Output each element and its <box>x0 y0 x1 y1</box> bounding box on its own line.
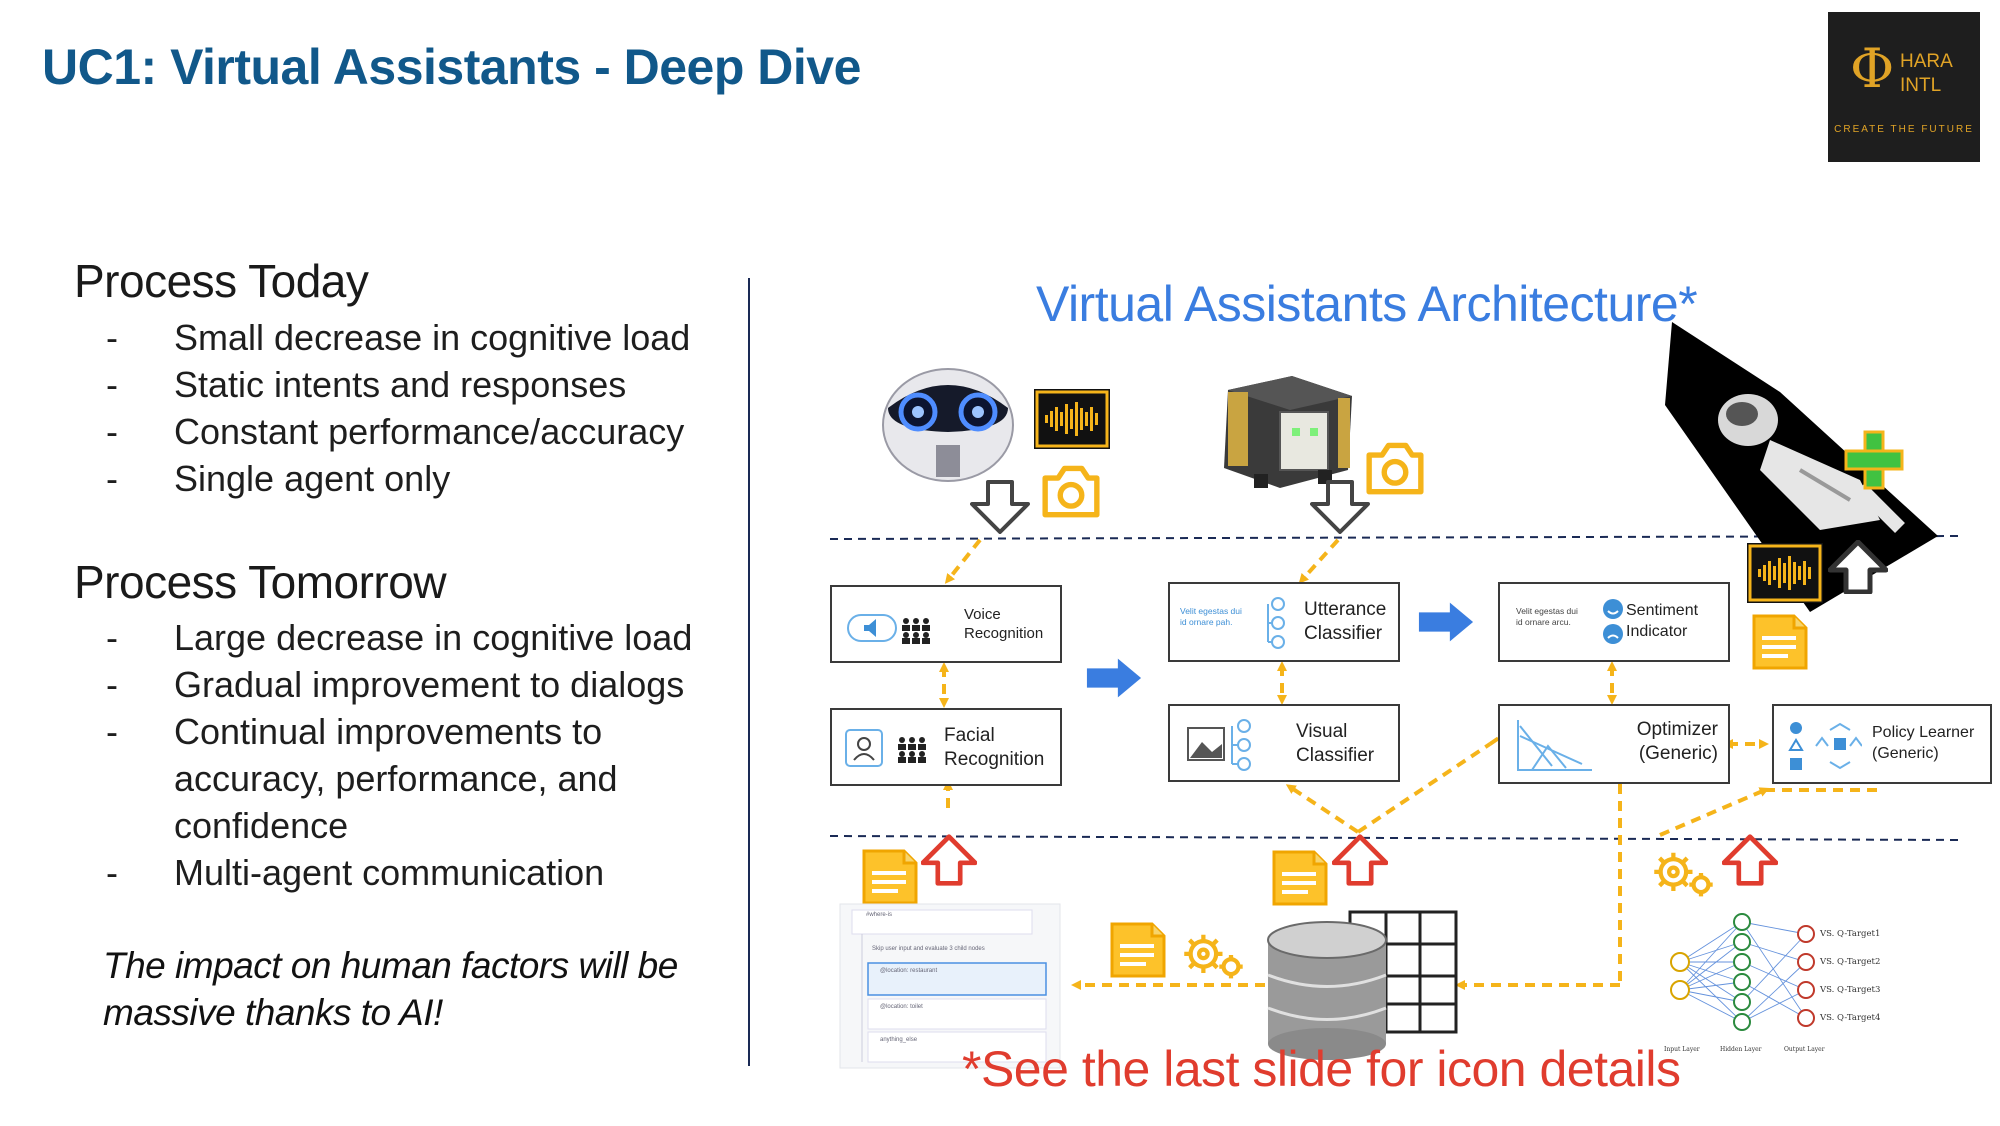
column-divider <box>748 278 750 1066</box>
up-arrow-icon <box>1724 837 1776 884</box>
document-icon <box>1752 614 1808 670</box>
nn-target-label: VS. Q-Target1 <box>1820 929 1881 939</box>
list-item: -Small decrease in cognitive load <box>106 317 691 358</box>
list-item: -Constant performance/accuracy <box>106 411 685 452</box>
robot-image <box>882 368 1014 482</box>
dialog-node-label: @location: restaurant <box>880 968 938 974</box>
up-arrow-icon <box>1334 837 1386 884</box>
nn-target-label: VS. Q-Target3 <box>1820 985 1881 995</box>
dialog-node-label: @location: toilet <box>880 1004 923 1010</box>
slide-title: UC1: Virtual Assistants - Deep Dive <box>42 39 861 95</box>
optimizer-label: Optimizer(Generic) <box>1636 719 1718 764</box>
flow-arrow-icon <box>1418 602 1474 642</box>
tree-icon <box>1267 597 1285 649</box>
dialog-node-label: anything_else <box>880 1037 918 1043</box>
optimizer-box: Optimizer(Generic) <box>1498 704 1730 784</box>
optimizer-chart-icon <box>1517 720 1592 771</box>
architecture-title: Virtual Assistants Architecture* <box>1036 276 1698 332</box>
dialog-node-label: #where-is <box>866 912 893 918</box>
list-item: -Gradual improvement to dialogs <box>106 664 685 705</box>
plus-icon <box>1844 430 1904 490</box>
flow-arrow-icon <box>1086 658 1142 698</box>
icon-details-footnote: *See the last slide for icon details <box>962 1041 1681 1097</box>
speaker-robot-image <box>1224 376 1352 488</box>
speech-icon <box>847 614 930 644</box>
list-item: -Large decrease in cognitive load <box>106 617 693 658</box>
sound-wave-icon <box>1746 542 1824 604</box>
list-item: -Static intents and responses <box>106 364 627 405</box>
policy-learner-label: Policy Learner(Generic) <box>1872 724 1975 762</box>
phi-logo-icon: Φ <box>1850 37 1895 100</box>
nn-layer-label: Input Layer <box>1664 1046 1700 1053</box>
image-classifier-icon <box>1187 719 1251 771</box>
document-icon <box>1272 850 1328 906</box>
emotion-icon <box>1603 599 1623 644</box>
process-today-title: Process Today <box>74 255 369 307</box>
document-icon <box>1110 922 1166 978</box>
gear-icon <box>1654 853 1712 897</box>
nn-layer-label: Hidden Layer <box>1720 1046 1762 1053</box>
impact-statement: The impact on human factors will be mass… <box>103 945 678 1033</box>
database-icon <box>1267 910 1458 1060</box>
tier-divider-bottom <box>829 835 1963 841</box>
process-today-list: -Small decrease in cognitive load -Stati… <box>74 314 764 502</box>
camera-icon <box>1369 445 1421 491</box>
nn-layer-label: Output Layer <box>1784 1046 1825 1053</box>
nn-target-label: VS. Q-Target4 <box>1820 1013 1881 1023</box>
up-arrow-icon <box>923 837 975 884</box>
nn-target-label: VS. Q-Target2 <box>1820 957 1881 967</box>
down-arrow-icon <box>970 480 1030 534</box>
neural-network-diagram <box>1670 913 1815 1031</box>
camera-icon <box>1045 468 1097 514</box>
list-item: -Single agent only <box>106 458 451 499</box>
gear-icon <box>1184 935 1242 979</box>
logo-tagline: CREATE THE FUTURE <box>1834 124 1974 135</box>
face-id-icon <box>845 729 926 767</box>
list-item: -Multi-agent communication <box>106 852 605 893</box>
process-tomorrow-list: -Large decrease in cognitive load -Gradu… <box>74 614 724 896</box>
list-item: -Continual improvements to accuracy, per… <box>106 711 618 846</box>
policy-icon <box>1788 722 1862 770</box>
document-icon <box>862 849 918 905</box>
process-tomorrow-title: Process Tomorrow <box>74 556 447 608</box>
sound-wave-icon <box>1033 388 1111 450</box>
dialog-tree-panel <box>839 903 1061 1069</box>
dialog-node-label: Skip user input and evaluate 3 child nod… <box>872 946 985 952</box>
down-arrow-icon <box>1310 480 1370 534</box>
astronaut-image <box>1665 322 1938 612</box>
policy-learner-box: Policy Learner(Generic) <box>1772 704 1992 784</box>
